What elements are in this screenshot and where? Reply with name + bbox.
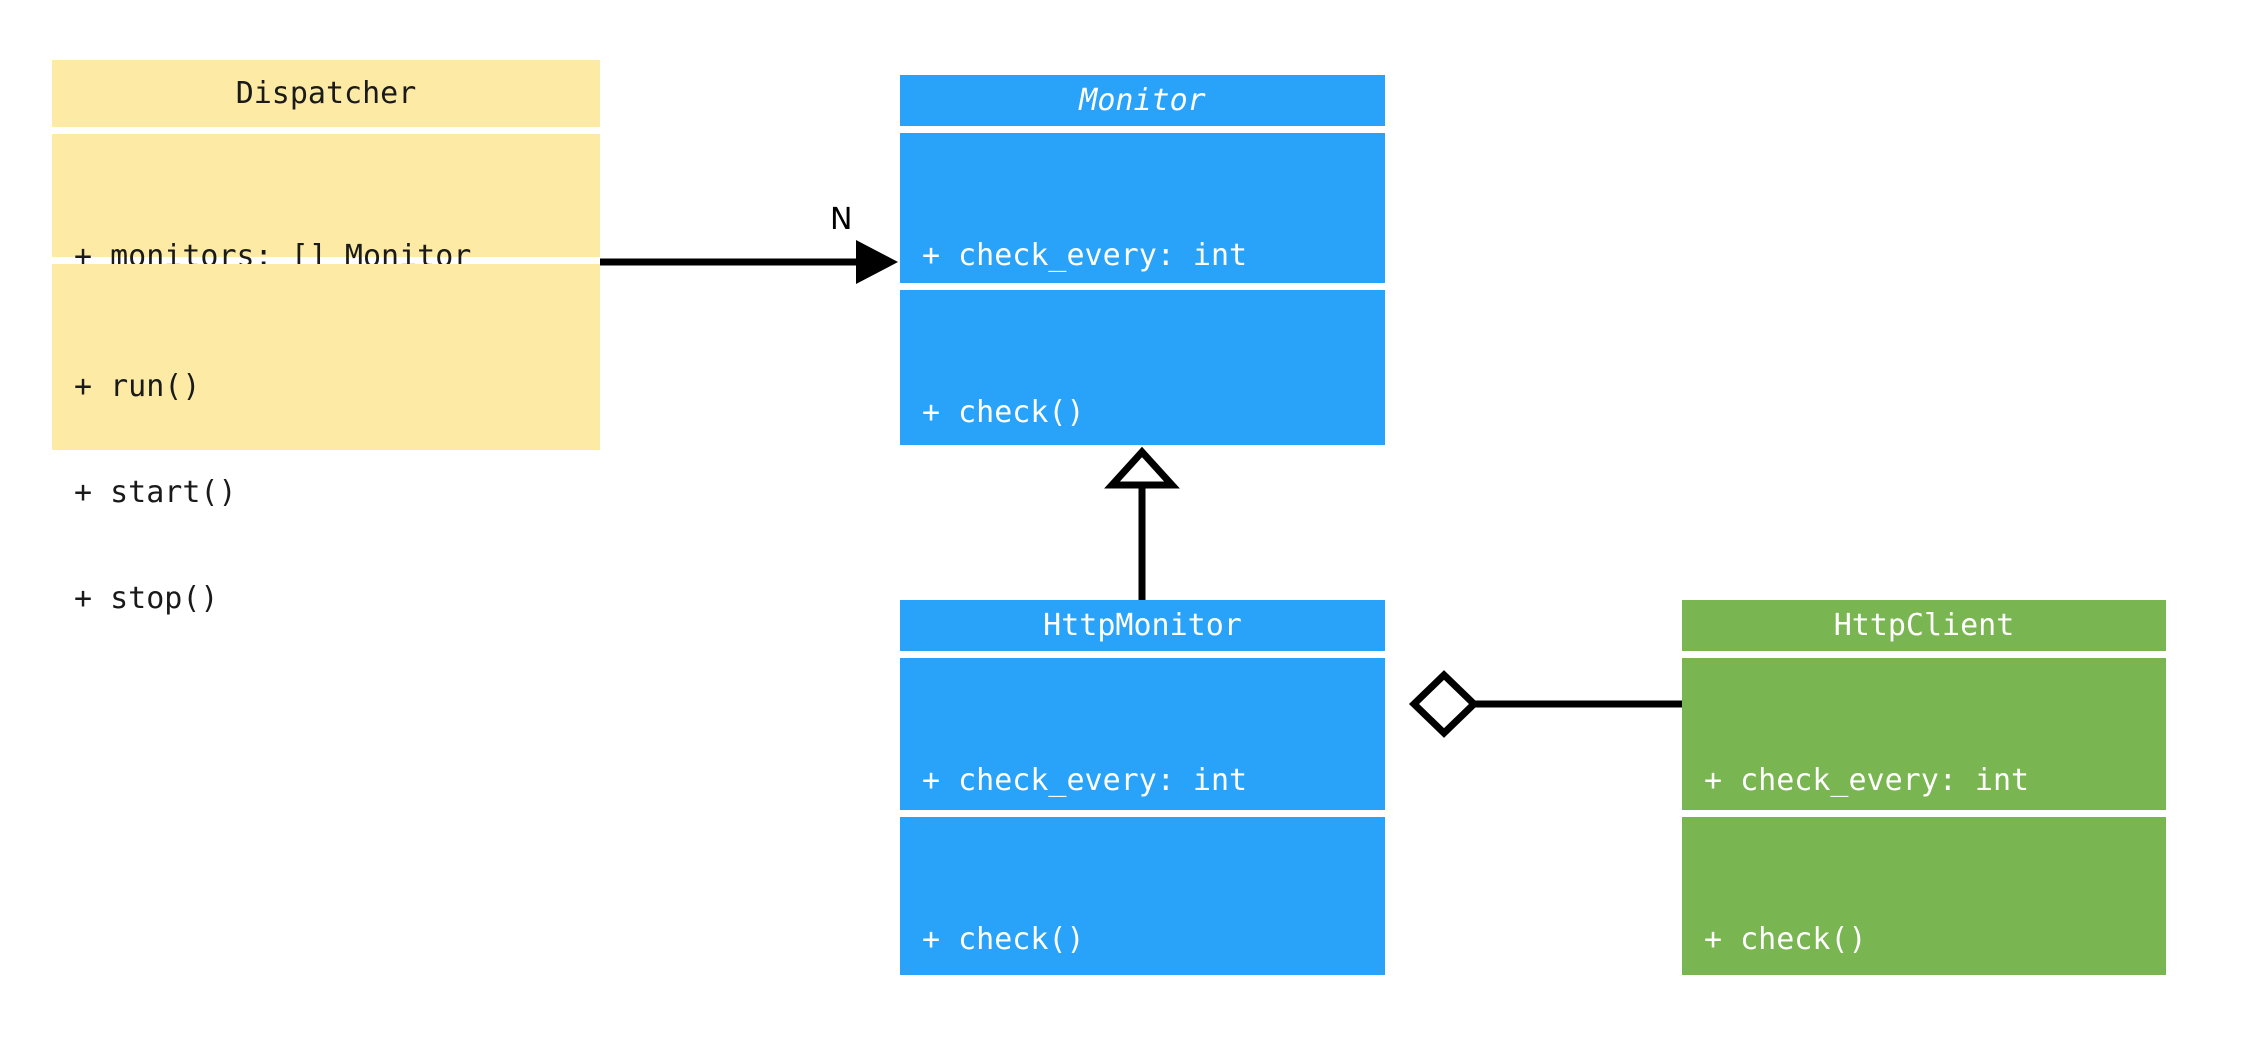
- filled-triangle-arrowhead-icon: [856, 240, 898, 284]
- hollow-diamond-aggregation-icon: [1408, 670, 1480, 738]
- class-title-dispatcher: Dispatcher: [52, 60, 600, 127]
- compartment-separator: [900, 126, 1385, 133]
- compartment-separator: [900, 810, 1385, 817]
- compartment-separator: [52, 127, 600, 134]
- class-attributes-httpclient: + check_every: int: [1682, 658, 2166, 810]
- class-attributes-httpmonitor: + check_every: int: [900, 658, 1385, 810]
- uml-class-dispatcher[interactable]: Dispatcher + monitors: [] Monitor + run(…: [52, 60, 600, 616]
- compartment-separator: [52, 257, 600, 264]
- class-attributes-monitor: + check_every: int: [900, 133, 1385, 283]
- compartment-separator: [1682, 810, 2166, 817]
- class-methods-httpclient: + check(): [1682, 817, 2166, 975]
- uml-class-httpclient[interactable]: HttpClient + check_every: int + check(): [1682, 600, 2166, 975]
- class-attributes-dispatcher: + monitors: [] Monitor: [52, 134, 600, 274]
- method-item: + stop(): [74, 581, 219, 617]
- method-item: + start(): [74, 474, 237, 510]
- class-title-monitor: Monitor: [900, 75, 1385, 126]
- class-methods-monitor: + check(): [900, 290, 1385, 445]
- compartment-separator: [900, 283, 1385, 290]
- relation-httpmonitor-httpclient[interactable]: [1408, 670, 1682, 738]
- relation-label-n: N: [830, 202, 853, 237]
- class-title-httpmonitor: HttpMonitor: [900, 600, 1385, 651]
- class-methods-httpmonitor: + check(): [900, 817, 1385, 975]
- method-item: + check(): [922, 394, 1085, 430]
- method-item: + run(): [74, 368, 201, 404]
- method-item: + check(): [922, 921, 1085, 957]
- attribute-item: + check_every: int: [922, 237, 1248, 273]
- attribute-item: + check_every: int: [1704, 762, 2030, 798]
- uml-class-httpmonitor[interactable]: HttpMonitor + check_every: int + check(): [900, 600, 1385, 975]
- relation-dispatcher-monitor[interactable]: [600, 240, 898, 284]
- compartment-separator: [900, 651, 1385, 658]
- uml-class-monitor[interactable]: Monitor + check_every: int + check(): [900, 75, 1385, 445]
- attribute-item: + check_every: int: [922, 762, 1248, 798]
- class-title-httpclient: HttpClient: [1682, 600, 2166, 651]
- method-item: + check(): [1704, 921, 1867, 957]
- class-methods-dispatcher: + run() + start() + stop(): [52, 264, 600, 616]
- compartment-separator: [1682, 651, 2166, 658]
